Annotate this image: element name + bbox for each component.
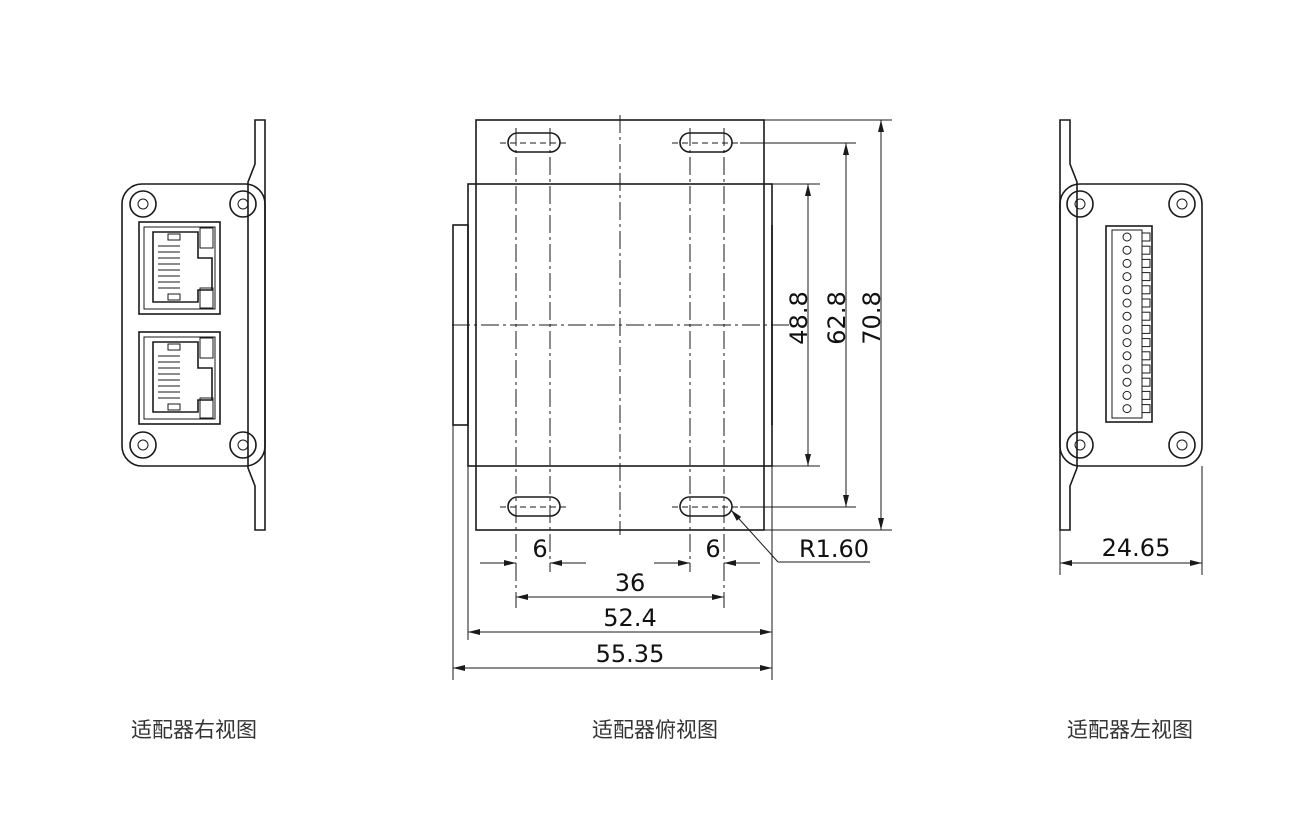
top-view (452, 115, 790, 608)
terminal-pin-icon (1122, 258, 1132, 268)
radius-leader: R1.60 (730, 509, 870, 563)
terminal-pin-icon (1122, 364, 1132, 374)
terminal-pin-icon (1122, 272, 1132, 282)
terminal-pin-icon (1122, 338, 1132, 348)
depth-dimension: 24.65 (1059, 466, 1203, 575)
right-view-body (121, 183, 266, 467)
terminal-latch-icon (1141, 232, 1151, 242)
dim-inner-width: 52.4 (603, 604, 656, 632)
top-view-caption: 适配器俯视图 (592, 718, 718, 742)
dim-height-inner: 48.8 (785, 291, 813, 344)
right-view-caption: 适配器右视图 (131, 718, 257, 742)
terminal-pin-icon (1122, 404, 1132, 414)
dim-slot-radius: R1.60 (799, 535, 869, 563)
dim-side-depth: 24.65 (1102, 534, 1171, 562)
left-view-body (1059, 183, 1203, 467)
terminal-latch-icon (1141, 390, 1151, 400)
dim-height-slots: 62.8 (823, 291, 851, 344)
dim-slot-spacing: 36 (615, 569, 646, 597)
rj45-port-icon (138, 221, 221, 315)
terminal-latch-icon (1141, 324, 1151, 334)
terminal-pin-icon (1122, 351, 1132, 361)
terminal-pin-icon (1122, 285, 1132, 295)
terminal-latch-icon (1141, 272, 1151, 282)
terminal-latch-icon (1141, 258, 1151, 268)
terminal-latch-icon (1141, 338, 1151, 348)
terminal-latch-icon (1141, 364, 1151, 374)
right-view-flange (247, 119, 266, 531)
terminal-pin-icon (1122, 377, 1132, 387)
terminal-pin-icon (1122, 245, 1132, 255)
terminal-latch-icon (1141, 404, 1151, 414)
rj45-port-icon (138, 331, 221, 425)
left-view-flange (1059, 119, 1078, 531)
dim-slot-width-left: 6 (532, 535, 547, 563)
horizontal-dimensions: 6 6 36 52.4 55.35 (452, 425, 773, 680)
left-view (1059, 119, 1203, 531)
dim-height-overall: 70.8 (858, 291, 886, 344)
terminal-latch-icon (1141, 285, 1151, 295)
terminal-pin-icon (1122, 298, 1132, 308)
terminal-latch-icon (1141, 298, 1151, 308)
terminal-pin-icon (1122, 311, 1132, 321)
terminal-block-icon (1105, 225, 1153, 423)
terminal-latch-icon (1141, 377, 1151, 387)
terminal-latch-icon (1141, 311, 1151, 321)
left-view-caption: 适配器左视图 (1067, 718, 1193, 742)
screw-icon (1066, 190, 1196, 459)
right-view (121, 119, 266, 531)
terminal-latch-icon (1141, 245, 1151, 255)
terminal-pin-icon (1122, 390, 1132, 400)
terminal-pin-icon (1122, 232, 1132, 242)
dim-overall-width: 55.35 (596, 640, 665, 668)
terminal-latch-icon (1141, 351, 1151, 361)
vertical-dimensions: 48.8 62.8 70.8 (740, 119, 892, 531)
screw-icon (129, 190, 257, 459)
terminal-pin-icon (1122, 324, 1132, 334)
dim-slot-width-right: 6 (705, 535, 720, 563)
